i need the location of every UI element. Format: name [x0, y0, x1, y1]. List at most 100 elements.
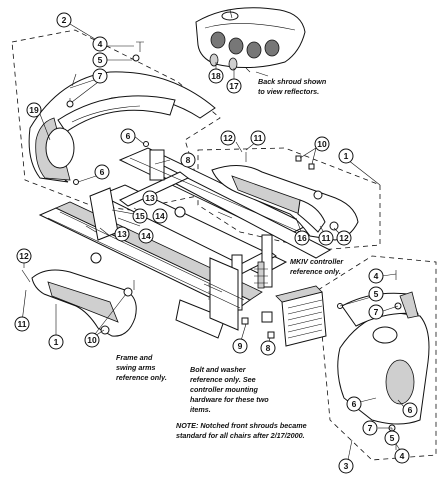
svg-text:4: 4 — [374, 271, 379, 281]
svg-text:5: 5 — [390, 433, 395, 443]
svg-text:10: 10 — [317, 139, 327, 149]
svg-text:13: 13 — [145, 193, 155, 203]
callout-1-left: 1 — [48, 334, 64, 350]
svg-text:standard for all chairs after: standard for all chairs after 2/17/2000. — [176, 431, 305, 440]
callout-6-rear-upper: 6 — [120, 128, 136, 144]
callout-15: 15 — [132, 208, 148, 224]
svg-text:11: 11 — [322, 233, 331, 243]
svg-text:2: 2 — [62, 15, 67, 25]
svg-text:6: 6 — [408, 405, 413, 415]
svg-text:13: 13 — [117, 229, 127, 239]
callout-5-front-lower: 5 — [384, 430, 400, 446]
svg-text:14: 14 — [141, 231, 151, 241]
svg-text:7: 7 — [368, 423, 373, 433]
svg-text:11: 11 — [254, 133, 263, 143]
svg-text:6: 6 — [126, 131, 131, 141]
right-shroud-group-boundary — [197, 147, 381, 251]
bolt-washer-note: Bolt and washer reference only. See cont… — [190, 365, 269, 414]
mkiv-controller-note: MKIV controller reference only. — [290, 257, 344, 276]
svg-text:reference only.: reference only. — [290, 267, 341, 276]
svg-text:1: 1 — [344, 151, 349, 161]
callout-11-left: 11 — [14, 316, 30, 332]
svg-text:5: 5 — [374, 289, 379, 299]
svg-text:6: 6 — [352, 399, 357, 409]
svg-text:7: 7 — [374, 307, 379, 317]
callout-9: 9 — [232, 338, 248, 354]
svg-text:4: 4 — [98, 39, 103, 49]
svg-text:to view reflectors.: to view reflectors. — [258, 87, 319, 96]
callout-12-left: 12 — [16, 248, 32, 264]
svg-text:MKIV controller: MKIV controller — [290, 257, 344, 266]
callout-1-top: 1 — [338, 148, 354, 164]
callout-19: 19 — [26, 102, 42, 118]
svg-text:4: 4 — [400, 451, 405, 461]
callout-7-front-lower: 7 — [362, 420, 378, 436]
svg-text:reference only.: reference only. — [116, 373, 167, 382]
callout-3: 3 — [338, 458, 354, 474]
callout-14-left: 14 — [138, 228, 154, 244]
callout-4-front: 4 — [368, 268, 384, 284]
callout-17: 17 — [226, 78, 242, 94]
frame-assembly — [38, 147, 332, 339]
svg-text:15: 15 — [135, 211, 145, 221]
svg-text:swing arms: swing arms — [116, 363, 156, 372]
svg-text:7: 7 — [98, 71, 103, 81]
svg-text:Back shroud shown: Back shroud shown — [258, 77, 327, 86]
left-side-shroud — [31, 269, 137, 337]
back-shroud-detail — [195, 7, 306, 69]
callout-6-front-left: 6 — [346, 396, 362, 412]
svg-text:17: 17 — [229, 81, 239, 91]
callout-13-left: 13 — [114, 226, 130, 242]
svg-text:5: 5 — [98, 55, 103, 65]
svg-text:12: 12 — [339, 233, 349, 243]
callout-7-rear: 7 — [92, 68, 108, 84]
svg-text:1: 1 — [54, 337, 59, 347]
svg-text:12: 12 — [19, 251, 29, 261]
svg-text:8: 8 — [186, 155, 191, 165]
callout-12-right: 12 — [336, 230, 352, 246]
right-side-shroud — [211, 165, 359, 241]
front-shroud-group-boundary — [317, 255, 437, 461]
callout-18: 18 — [208, 68, 224, 84]
hardware-items — [21, 41, 402, 450]
svg-text:16: 16 — [297, 233, 307, 243]
notched-shroud-note: NOTE: Notched front shrouds became stand… — [176, 421, 307, 440]
svg-text:controller mounting: controller mounting — [190, 385, 258, 394]
svg-text:hardware for these two: hardware for these two — [190, 395, 269, 404]
mkiv-controller — [261, 285, 327, 347]
svg-text:19: 19 — [29, 105, 39, 115]
svg-text:Frame and: Frame and — [116, 353, 153, 362]
front-shroud — [337, 291, 430, 425]
svg-text:6: 6 — [100, 167, 105, 177]
callout-6-rear-lower: 6 — [94, 164, 110, 180]
svg-text:18: 18 — [211, 71, 221, 81]
callout-7-front-upper: 7 — [368, 304, 384, 320]
callout-16: 16 — [294, 230, 310, 246]
svg-text:12: 12 — [223, 133, 233, 143]
callout-8-top: 8 — [180, 152, 196, 168]
callout-10-top: 10 — [314, 136, 330, 152]
svg-text:10: 10 — [87, 335, 97, 345]
callout-4-front-lower: 4 — [394, 448, 410, 464]
svg-text:NOTE: Notched front shrouds be: NOTE: Notched front shrouds became — [176, 421, 307, 430]
rear-shroud-group-boundary — [11, 29, 221, 211]
callout-2: 2 — [56, 12, 72, 28]
svg-text:8: 8 — [266, 343, 271, 353]
callout-5-rear: 5 — [92, 52, 108, 68]
callout-6-front-right: 6 — [402, 402, 418, 418]
callout-4-rear: 4 — [92, 36, 108, 52]
callout-12-top: 12 — [220, 130, 236, 146]
callout-5-front: 5 — [368, 286, 384, 302]
svg-text:items.: items. — [190, 405, 211, 414]
callout-13-right: 13 — [142, 190, 158, 206]
callout-8-controller: 8 — [260, 340, 276, 356]
svg-text:11: 11 — [18, 319, 27, 329]
svg-text:3: 3 — [344, 461, 349, 471]
callout-14-right: 14 — [152, 208, 168, 224]
callout-10-left: 10 — [84, 332, 100, 348]
back-shroud-note: Back shroud shown to view reflectors. — [258, 77, 327, 96]
svg-text:reference only. See: reference only. See — [190, 375, 256, 384]
svg-text:14: 14 — [155, 211, 165, 221]
